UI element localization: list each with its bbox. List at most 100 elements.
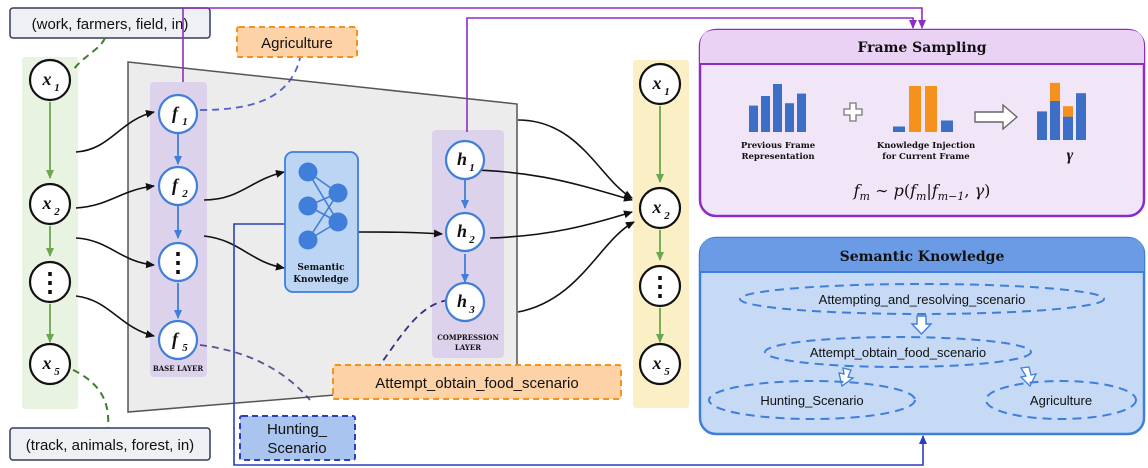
- output-node-symbol: x: [652, 73, 662, 93]
- compression-node-subscript: 2: [468, 234, 475, 246]
- arrow-sem-h2: [357, 229, 443, 238]
- prev-bar-4: [785, 103, 794, 132]
- inj-bar-4: [941, 120, 953, 132]
- navy-connector-semantic: [233, 223, 927, 466]
- gamma-bar-blue-1: [1037, 111, 1047, 140]
- purple-connector-f: [182, 7, 926, 82]
- arrow-f2-sem: [203, 169, 285, 201]
- f1-agri-connector: [199, 57, 301, 111]
- input-node-symbol: x: [42, 193, 52, 213]
- arrow-x2-dots: [75, 237, 155, 269]
- compression-node-subscript: 1: [469, 162, 475, 174]
- attempt-tag: Attempt_obtain_food_scenario: [332, 364, 622, 400]
- gamma-bars: [1037, 82, 1086, 140]
- arrow-h2-x2: [489, 210, 633, 239]
- output-node-vdots: ⋮: [647, 272, 673, 302]
- input-node-symbol: x: [42, 353, 52, 373]
- input-node-3: ⋮: [28, 260, 72, 304]
- arrow-dots-sem: [203, 235, 285, 271]
- h3-attempt-connector: [379, 299, 449, 366]
- bottom-tuple-text: (track, animals, forest, in): [26, 437, 194, 454]
- base-node-symbol: f: [172, 329, 180, 349]
- hunting-tag-line2: Scenario: [267, 440, 326, 457]
- arrow-trap-x2: [517, 119, 633, 199]
- output-node-symbol: x: [652, 197, 662, 217]
- arrow-x2-f2: [75, 182, 155, 209]
- frame-sampling-title: Frame Sampling: [857, 40, 986, 56]
- semantic-node-2: [298, 196, 318, 216]
- frame-sampling-panel: Frame Sampling Previous Frame Representa…: [698, 28, 1146, 218]
- sk-right-arrow-icon: [1019, 366, 1038, 388]
- prev-bar-2: [761, 96, 770, 132]
- arrow-h3-x2: [517, 221, 635, 313]
- sk-middle-text: Attempt_obtain_food_scenario: [810, 345, 986, 360]
- base-node-3: ⋮: [157, 241, 199, 283]
- semantic-node-4: [328, 183, 348, 203]
- hunting-tag-line1: Hunting_: [267, 421, 328, 438]
- purple-connector-h: [466, 17, 917, 132]
- bottom-tuple-box: (track, animals, forest, in): [9, 427, 211, 461]
- gamma-bar-orange-3: [1063, 106, 1073, 117]
- sk-node-agriculture: Agriculture: [985, 380, 1137, 420]
- compression-node-symbol: h: [457, 291, 467, 311]
- implies-arrow-icon: [974, 103, 1019, 131]
- compression-caption-line1: COMPRESSION: [437, 333, 499, 342]
- prev-bar-5: [797, 93, 806, 132]
- compression-node-symbol: h: [457, 221, 467, 241]
- agriculture-tag: Agriculture: [236, 26, 358, 58]
- input-node-subscript: 1: [54, 82, 60, 94]
- base-node-symbol: f: [172, 103, 180, 123]
- tuple-top-connector: [71, 37, 106, 73]
- base-node-subscript: 2: [181, 188, 188, 200]
- semantic-node-3: [298, 230, 318, 250]
- base-node-subscript: 5: [182, 342, 188, 354]
- output-node-subscript: 5: [664, 366, 670, 378]
- output-node-subscript: 2: [663, 210, 670, 222]
- inj-bar-2: [909, 86, 921, 132]
- output-node-3: ⋮: [638, 264, 682, 308]
- base-node-subscript: 1: [182, 116, 188, 128]
- previous-frame-bars: [749, 84, 806, 132]
- attempt-tag-text: Attempt_obtain_food_scenario: [375, 375, 578, 392]
- semantic-label-line2: Knowledge: [293, 275, 349, 285]
- inj-bar-3: [925, 86, 937, 132]
- top-tuple-text: (work, farmers, field, in): [32, 16, 189, 33]
- gamma-bar-orange-2: [1050, 82, 1060, 101]
- base-node-vdots: ⋮: [165, 248, 191, 278]
- sk-node-attempt-food: Attempt_obtain_food_scenario: [764, 336, 1032, 368]
- inj-bar-1: [893, 126, 905, 132]
- prev-caption-line1: Previous Frame: [741, 141, 816, 151]
- gamma-bar-blue-2: [1050, 101, 1060, 140]
- sk-node-hunting: Hunting_Scenario: [708, 380, 916, 420]
- plus-icon: [843, 102, 863, 122]
- semantic-knowledge-module: Semantic Knowledge: [284, 151, 359, 293]
- prev-caption-line2: Representation: [741, 152, 814, 162]
- sk-left-text: Hunting_Scenario: [760, 393, 863, 408]
- semantic-panel-title: Semantic Knowledge: [840, 249, 1005, 265]
- input-node-symbol: x: [42, 69, 52, 89]
- output-node-symbol: x: [652, 353, 662, 373]
- sk-down-arrow-icon: [910, 315, 933, 336]
- compression-node-symbol: h: [457, 149, 467, 169]
- prev-bar-1: [749, 105, 758, 132]
- injection-bars: [893, 86, 953, 132]
- prev-bar-3: [773, 84, 782, 132]
- base-node-symbol: f: [172, 175, 180, 195]
- gamma-bar-blue-4: [1076, 93, 1086, 140]
- inj-caption-line2: for Current Frame: [882, 152, 970, 162]
- semantic-node-1: [298, 162, 318, 182]
- tuple-bottom-connector: [61, 364, 110, 429]
